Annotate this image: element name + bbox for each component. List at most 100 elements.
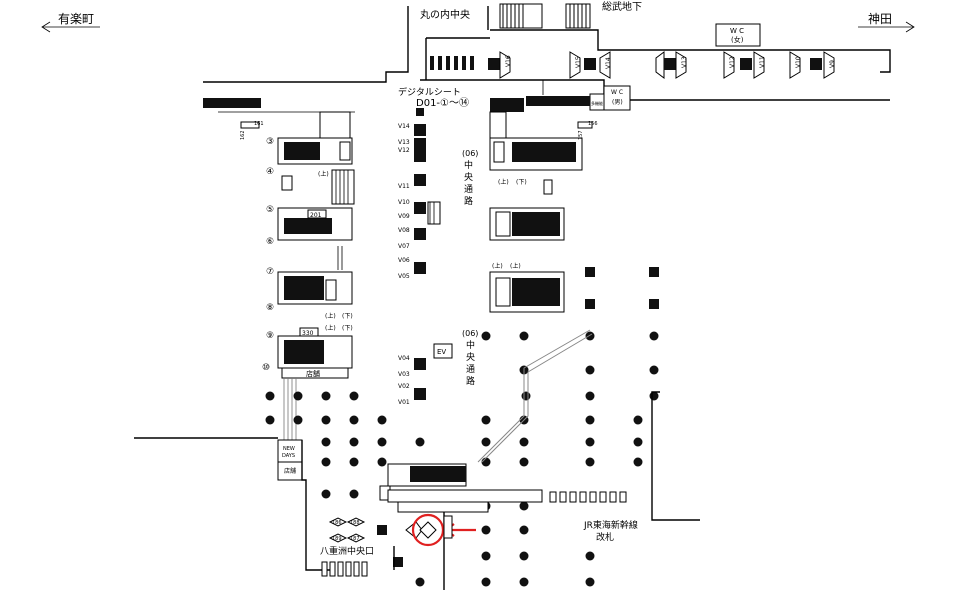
round-pillar: [293, 391, 303, 401]
round-pillar: [519, 437, 529, 447]
svg-text:⑥: ⑥: [266, 237, 274, 247]
square-pillar: [585, 299, 595, 309]
round-pillar: [415, 437, 425, 447]
square-pillar: [393, 557, 403, 567]
top-structure: 丸の内中央 総武地下: [203, 0, 891, 101]
round-pillar: [349, 415, 359, 425]
svg-text:188: 188: [350, 520, 360, 526]
svg-text:162: 162: [240, 130, 246, 140]
svg-text:V15: V15: [575, 56, 582, 68]
svg-text:DAYS: DAYS: [282, 453, 295, 459]
round-pillar: [321, 391, 331, 401]
svg-text:V13: V13: [681, 56, 688, 68]
round-pillar: [349, 489, 359, 499]
svg-text:(上): (上): [498, 178, 509, 186]
round-pillar: [265, 391, 275, 401]
round-pillar: [519, 525, 529, 535]
round-pillar: [649, 331, 659, 341]
svg-text:(下): (下): [342, 313, 353, 320]
svg-text:V09: V09: [398, 213, 410, 220]
round-pillar: [585, 331, 595, 341]
svg-text:157: 157: [578, 130, 584, 140]
svg-text:V05: V05: [398, 273, 410, 280]
square-pillar: [585, 267, 595, 277]
round-pillar: [321, 415, 331, 425]
round-pillar: [377, 437, 387, 447]
svg-text:201: 201: [310, 212, 322, 219]
round-pillar: [349, 457, 359, 467]
svg-text:EV: EV: [437, 348, 446, 356]
round-pillar: [519, 457, 529, 467]
svg-text:(06): (06): [462, 149, 478, 158]
round-pillar: [519, 331, 529, 341]
svg-text:⑦: ⑦: [266, 267, 274, 277]
signage-cluster: 186 188 189 187: [328, 517, 366, 543]
gate-area: JR東海新幹線 改札: [379, 391, 700, 590]
svg-text:路: 路: [464, 195, 473, 207]
newdays-shop: NEW DAYS 店舗: [134, 437, 330, 571]
svg-text:V9: V9: [829, 60, 836, 68]
svg-text:店舗: 店舗: [284, 467, 296, 475]
square-pillar: [649, 267, 659, 277]
round-pillar: [633, 457, 643, 467]
round-pillar: [519, 577, 529, 587]
round-pillar: [349, 437, 359, 447]
svg-text:V10: V10: [795, 56, 802, 68]
sobu-label: 総武地下: [602, 0, 642, 13]
svg-text:通: 通: [464, 184, 473, 195]
round-pillar: [481, 457, 491, 467]
top-pillars: V16 V15 V14 V13 V12 V11 V10 V9: [430, 51, 836, 79]
svg-text:V14: V14: [605, 57, 612, 69]
svg-text:V12: V12: [398, 147, 410, 154]
svg-text:189: 189: [332, 536, 342, 542]
round-pillar: [481, 551, 491, 561]
digital-seat: デジタルシート D01-①～⑭: [398, 86, 469, 116]
svg-text:デジタルシート: デジタルシート: [398, 86, 461, 98]
svg-text:V10: V10: [398, 199, 410, 206]
direction-left: 有楽町: [41, 12, 100, 33]
svg-text:V04: V04: [398, 355, 410, 362]
svg-text:D01-①～⑭: D01-①～⑭: [416, 97, 469, 109]
svg-text:(女): (女): [731, 35, 744, 44]
round-pillar: [415, 577, 425, 587]
round-pillar: [521, 391, 531, 401]
round-pillar: [481, 437, 491, 447]
svg-text:(上): (上): [325, 312, 336, 320]
round-pillar: [585, 437, 595, 447]
round-pillar: [519, 501, 529, 511]
round-pillar: [321, 457, 331, 467]
escalator-lines: [477, 329, 593, 463]
svg-text:(下): (下): [516, 179, 527, 186]
svg-text:(下): (下): [342, 325, 353, 332]
svg-text:V07: V07: [398, 243, 410, 250]
round-pillar: [293, 415, 303, 425]
svg-text:V03: V03: [398, 371, 410, 378]
yaesu-exit: 八重洲中央口 186 188 189 187: [320, 517, 374, 577]
direction-right-label: 神田: [868, 12, 892, 26]
svg-text:八重洲中央口: 八重洲中央口: [320, 545, 374, 557]
svg-text:⑩: ⑩: [262, 363, 270, 373]
round-pillar: [585, 391, 595, 401]
wc-male: W C (男) 多機能: [589, 85, 631, 111]
round-pillar: [321, 489, 331, 499]
svg-text:中: 中: [464, 159, 473, 171]
svg-text:④: ④: [266, 167, 274, 177]
left-platforms: ③ ④ ⑤ ⑥ ⑦ ⑧ ⑨ ⑩ (上) 201 (上) (下) 330 (上) …: [262, 137, 355, 440]
square-pillar: [377, 525, 387, 535]
svg-text:央: 央: [466, 351, 475, 363]
round-pillar: [481, 577, 491, 587]
svg-text:V11: V11: [759, 56, 766, 68]
round-pillar: [481, 525, 491, 535]
svg-text:中: 中: [466, 339, 475, 351]
round-pillar: [633, 437, 643, 447]
svg-text:⑨: ⑨: [266, 331, 274, 341]
round-pillar: [649, 365, 659, 375]
svg-text:NEW: NEW: [283, 446, 295, 452]
svg-text:V01: V01: [398, 399, 410, 406]
svg-text:央: 央: [464, 171, 473, 183]
central-passage-lower: (06) 中 央 通 路: [462, 329, 478, 387]
square-pillar: [649, 299, 659, 309]
svg-text:W C: W C: [611, 89, 623, 96]
svg-text:(男): (男): [612, 99, 623, 106]
round-pillar: [265, 415, 275, 425]
